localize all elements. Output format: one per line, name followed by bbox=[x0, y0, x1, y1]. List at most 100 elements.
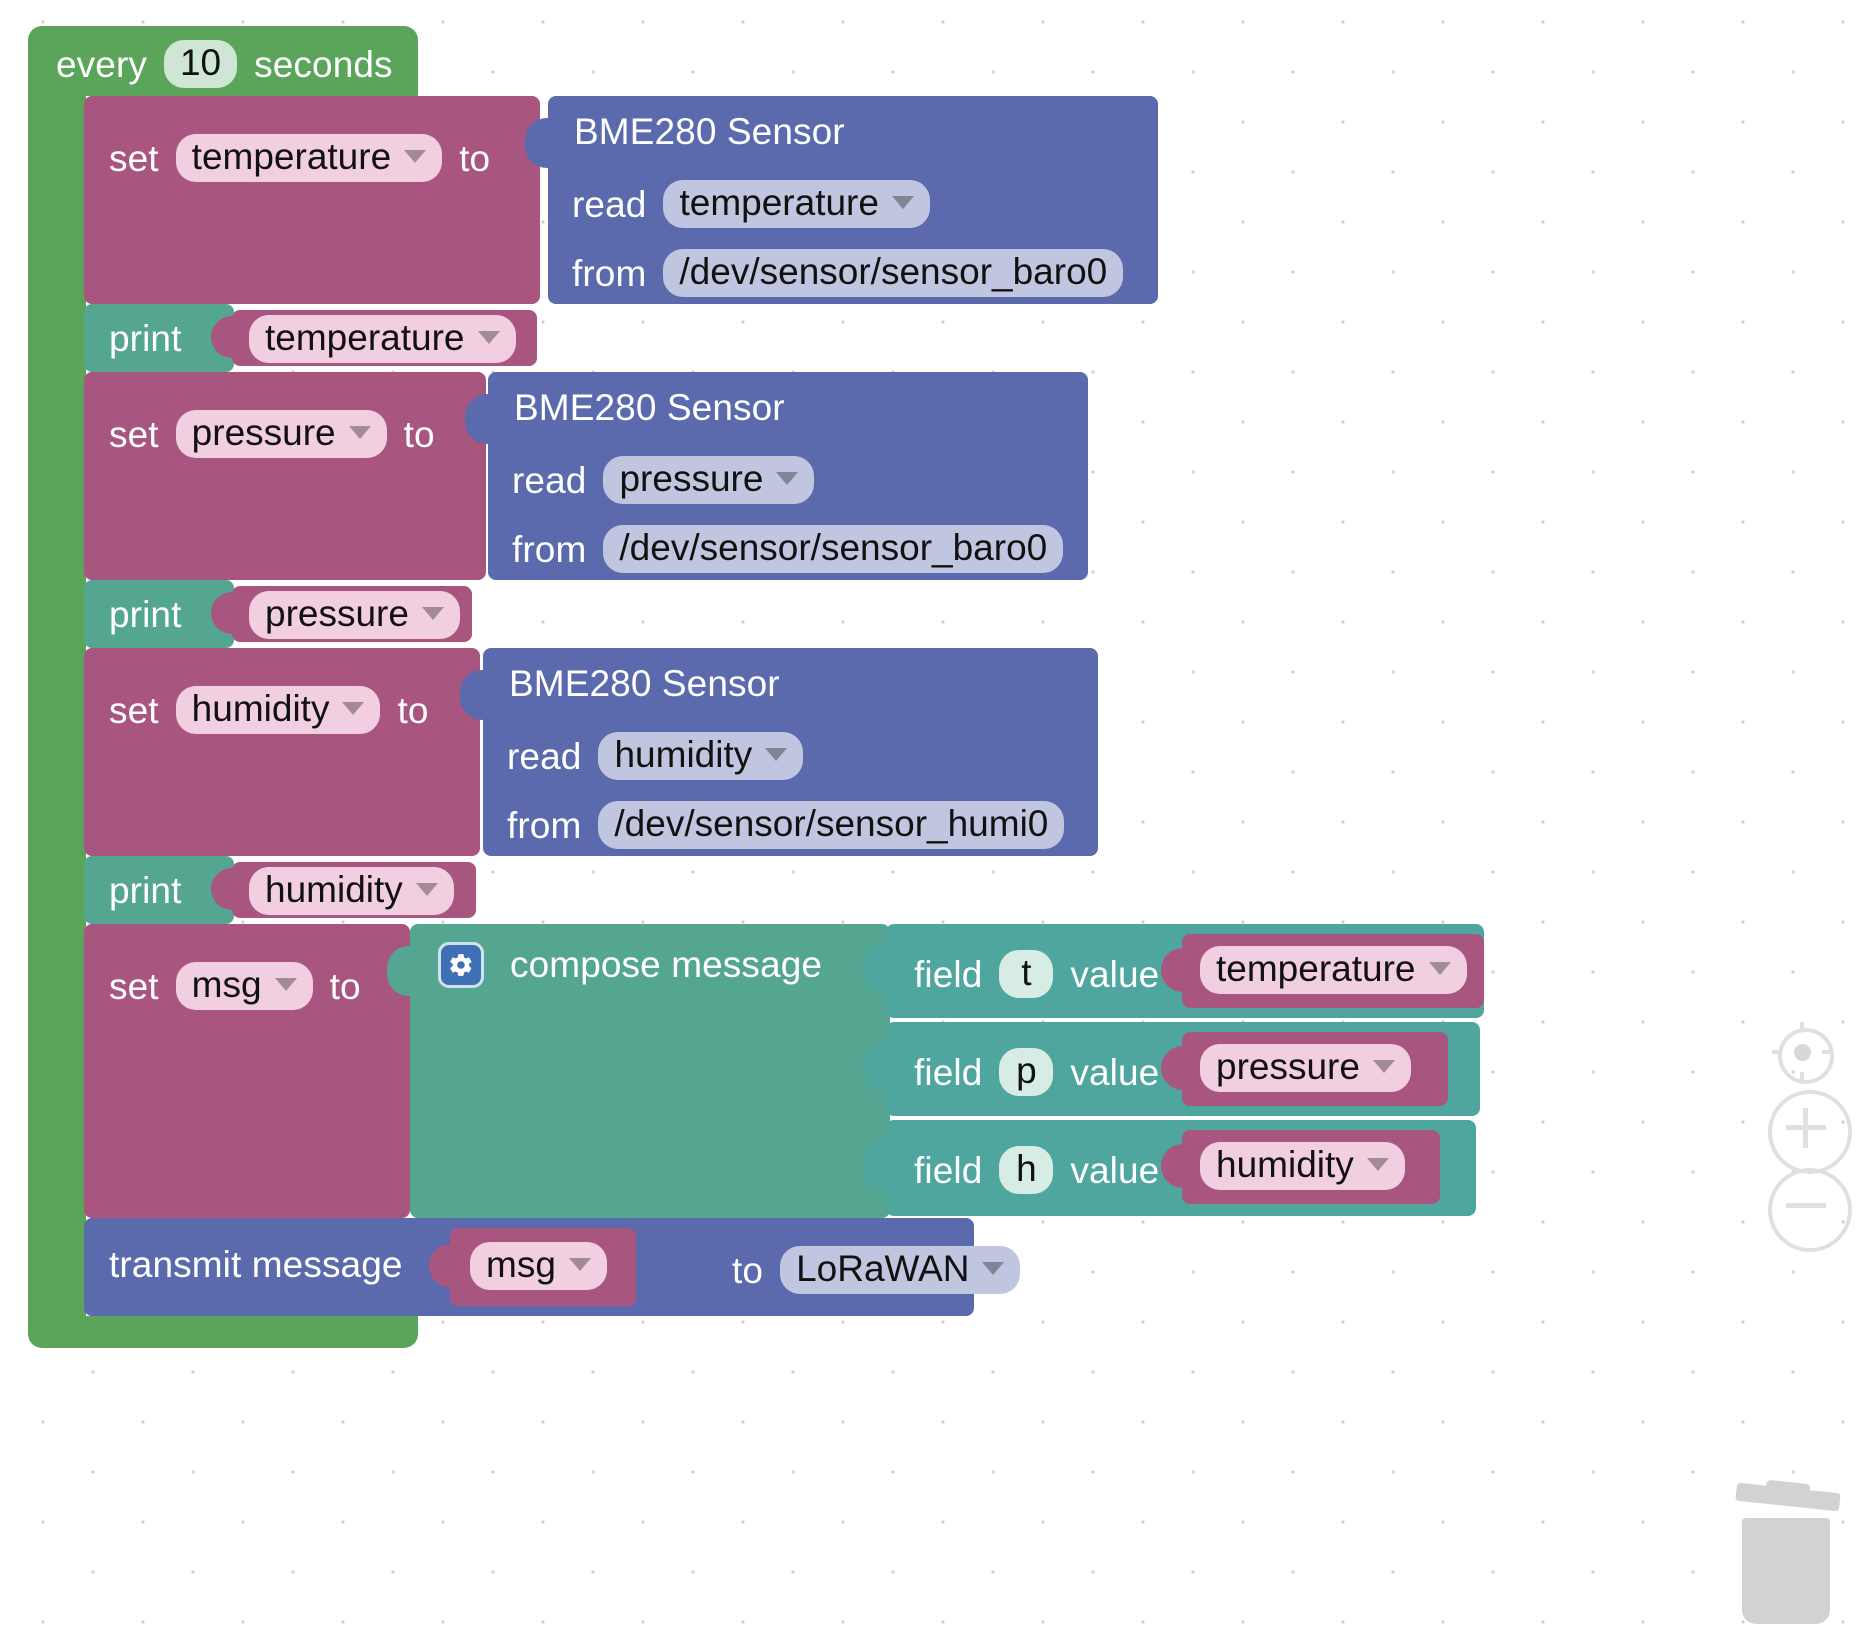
read-dropdown[interactable]: humidity bbox=[598, 732, 804, 780]
chevron-down-icon bbox=[1372, 1060, 1395, 1073]
read-value: pressure bbox=[619, 458, 764, 499]
to-label: to bbox=[459, 137, 491, 179]
variable-block-pressure[interactable]: pressure bbox=[211, 586, 472, 642]
chevron-down-icon bbox=[982, 1262, 1005, 1275]
compose-message-block[interactable]: compose message bbox=[387, 924, 892, 1218]
to-label: to bbox=[732, 1249, 764, 1291]
sensor-title: BME280 Sensor bbox=[514, 387, 785, 428]
interval-field[interactable]: 10 bbox=[163, 40, 238, 88]
chevron-down-icon bbox=[348, 426, 371, 439]
chevron-down-icon bbox=[342, 702, 365, 715]
variable-name: pressure bbox=[265, 593, 409, 634]
variable-dropdown-humidity[interactable]: humidity bbox=[175, 686, 381, 734]
field-label: field bbox=[914, 1051, 983, 1093]
every-seconds-label: every 10 seconds bbox=[56, 40, 393, 88]
variable-block-temperature-field[interactable]: temperature bbox=[1161, 934, 1484, 1008]
chevron-down-icon bbox=[477, 331, 500, 344]
field-key-input[interactable]: t bbox=[999, 950, 1054, 998]
variable-name: humidity bbox=[191, 688, 330, 729]
set-label: set bbox=[109, 689, 159, 731]
variable-dropdown-temperature[interactable]: temperature bbox=[249, 315, 516, 363]
bme280-sensor-block-pressure[interactable]: BME280 Sensor read pressure from /dev/se… bbox=[465, 372, 1088, 580]
variable-name: temperature bbox=[191, 136, 392, 177]
loop-block-spine[interactable] bbox=[28, 88, 86, 1334]
trash-icon[interactable] bbox=[1735, 1479, 1856, 1624]
block-notch bbox=[122, 648, 168, 663]
variable-dropdown-pressure[interactable]: pressure bbox=[1200, 1044, 1411, 1092]
zoom-out-icon[interactable] bbox=[1768, 1168, 1852, 1252]
variable-block-temperature[interactable]: temperature bbox=[211, 310, 537, 366]
variable-name: temperature bbox=[265, 317, 465, 358]
from-path-field[interactable]: /dev/sensor/sensor_baro0 bbox=[603, 525, 1064, 573]
block-notch bbox=[122, 304, 168, 319]
variable-block-pressure-field[interactable]: pressure bbox=[1161, 1032, 1448, 1106]
variable-name: pressure bbox=[1216, 1046, 1360, 1087]
set-label: set bbox=[109, 965, 159, 1007]
read-value: humidity bbox=[614, 734, 753, 775]
transmit-target: LoRaWAN bbox=[796, 1248, 970, 1289]
block-notch bbox=[122, 580, 168, 595]
chevron-down-icon bbox=[1428, 962, 1451, 975]
set-humidity-block[interactable]: set humidity to bbox=[84, 648, 556, 856]
set-pressure-block[interactable]: set pressure to bbox=[84, 372, 562, 580]
every-label: every bbox=[56, 43, 147, 85]
variable-name: msg bbox=[191, 964, 262, 1005]
loop-block-foot[interactable] bbox=[28, 1316, 418, 1348]
variable-block-msg[interactable]: msg bbox=[429, 1228, 636, 1306]
transmit-target-dropdown[interactable]: LoRaWAN bbox=[780, 1246, 1021, 1294]
from-label: from bbox=[572, 252, 647, 294]
field-key-input[interactable]: p bbox=[999, 1048, 1054, 1096]
value-label: value bbox=[1070, 1051, 1160, 1093]
set-msg-block[interactable]: set msg to bbox=[84, 924, 410, 1218]
from-path-field[interactable]: /dev/sensor/sensor_baro0 bbox=[663, 249, 1124, 297]
chevron-down-icon bbox=[765, 748, 788, 761]
read-label: read bbox=[572, 183, 647, 225]
variable-dropdown-temperature[interactable]: temperature bbox=[175, 134, 443, 182]
block-notch bbox=[122, 924, 168, 939]
value-label: value bbox=[1070, 953, 1160, 995]
block-notch bbox=[122, 856, 168, 871]
variable-dropdown-humidity[interactable]: humidity bbox=[1200, 1142, 1405, 1190]
variable-dropdown-temperature[interactable]: temperature bbox=[1200, 946, 1467, 994]
variable-block-humidity-field[interactable]: humidity bbox=[1161, 1130, 1440, 1204]
set-temperature-block[interactable]: set temperature to bbox=[84, 96, 616, 304]
variable-name: humidity bbox=[265, 869, 403, 910]
chevron-down-icon bbox=[891, 196, 914, 209]
variable-dropdown-pressure[interactable]: pressure bbox=[249, 591, 460, 639]
read-dropdown[interactable]: temperature bbox=[663, 180, 930, 228]
value-plug bbox=[863, 944, 889, 994]
read-label: read bbox=[507, 735, 582, 777]
variable-dropdown-humidity[interactable]: humidity bbox=[249, 867, 454, 915]
value-plug bbox=[460, 670, 486, 720]
print-block-temperature[interactable]: print bbox=[84, 304, 234, 372]
to-label: to bbox=[329, 965, 361, 1007]
center-target-icon[interactable] bbox=[1772, 1022, 1834, 1084]
gear-icon[interactable] bbox=[438, 942, 484, 988]
block-notch bbox=[122, 96, 168, 111]
zoom-in-icon[interactable] bbox=[1768, 1090, 1852, 1174]
set-label: set bbox=[109, 413, 159, 455]
chevron-down-icon bbox=[776, 472, 799, 485]
from-label: from bbox=[507, 804, 582, 846]
read-dropdown[interactable]: pressure bbox=[603, 456, 815, 504]
transmit-label: transmit message bbox=[109, 1244, 403, 1285]
from-path-field[interactable]: /dev/sensor/sensor_humi0 bbox=[598, 801, 1065, 849]
variable-name: temperature bbox=[1216, 948, 1416, 989]
bme280-sensor-block-humidity[interactable]: BME280 Sensor read humidity from /dev/se… bbox=[460, 648, 1098, 856]
chevron-down-icon bbox=[421, 607, 444, 620]
bme280-sensor-block-temperature[interactable]: BME280 Sensor read temperature from /dev… bbox=[525, 96, 1158, 304]
variable-dropdown-msg[interactable]: msg bbox=[175, 962, 313, 1010]
field-key-input[interactable]: h bbox=[999, 1146, 1054, 1194]
variable-block-humidity[interactable]: humidity bbox=[211, 862, 476, 918]
variable-name: msg bbox=[486, 1244, 556, 1285]
chevron-down-icon bbox=[415, 883, 438, 896]
print-label: print bbox=[109, 870, 182, 911]
block-notch bbox=[122, 1218, 168, 1233]
variable-dropdown-pressure[interactable]: pressure bbox=[175, 410, 387, 458]
read-value: temperature bbox=[679, 182, 879, 223]
to-label: to bbox=[397, 689, 429, 731]
chevron-down-icon bbox=[1366, 1158, 1389, 1171]
block-notch bbox=[122, 372, 168, 387]
variable-dropdown-msg[interactable]: msg bbox=[470, 1242, 607, 1290]
